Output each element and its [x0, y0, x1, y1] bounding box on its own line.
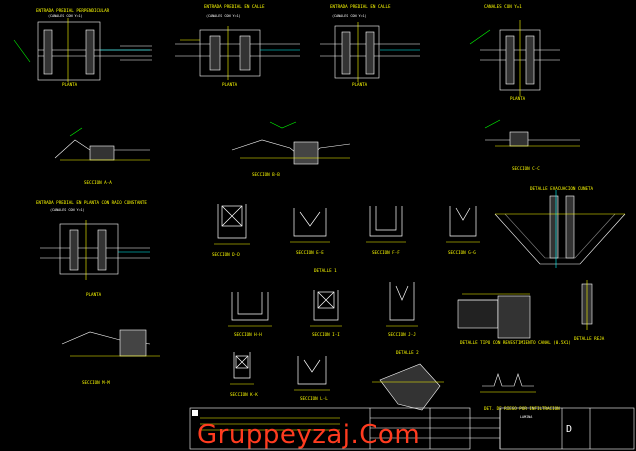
title-block	[189, 407, 635, 450]
section-m	[61, 329, 160, 357]
section-m-caption: SECCION M-M	[82, 380, 110, 385]
sheet-label: LAMINA	[520, 415, 532, 419]
section-j-caption: SECCION J-J	[388, 332, 416, 337]
detail-title-6: DETALLE EVACUACION CUNETA	[530, 186, 594, 191]
section-b-caption: SECCION B-B	[252, 172, 280, 177]
detail-title-5: ENTRADA PREDIAL EN PLANTA CON RAIO CONST…	[36, 200, 147, 205]
sheet-number: D	[566, 424, 572, 435]
detail-anchor	[372, 363, 444, 411]
section-c	[484, 119, 580, 147]
detail-1-caption: DETALLE 1	[314, 268, 337, 273]
section-b	[231, 121, 351, 165]
section-f-caption: SECCION F-F	[372, 250, 400, 255]
detail-title-3: ENTRADA PREDIAL EN CALLE	[330, 4, 391, 9]
dim-lines	[214, 241, 480, 391]
detail-subtitle-2: (CANALES CON Y=1)	[206, 14, 241, 18]
section-l-caption: SECCION L-L	[300, 396, 328, 401]
section-g-caption: SECCION G-G	[448, 250, 476, 255]
detail-title-1: ENTRADA PREDIAL PERPENDICULAR	[36, 8, 110, 13]
detail-entrada-perpendicular	[13, 18, 152, 82]
detail-evacuacion-cuneta	[494, 190, 626, 268]
section-k-caption: SECCION K-K	[230, 392, 258, 397]
detail-title-11: DET. DE RIEGO POR INFILTRACION	[484, 406, 560, 411]
channel-sections	[217, 204, 477, 385]
detail-title-2: ENTRADA PREDIAL EN CALLE	[204, 4, 265, 9]
detail-subtitle-3: (CANALES CON Y=1)	[332, 14, 367, 18]
detail-entrada-calle-2	[320, 22, 420, 82]
detail-reja	[581, 280, 593, 330]
detail-revestimiento	[457, 293, 531, 339]
detail-subtitle-1: (CANALES CON Y=1)	[48, 14, 83, 18]
detail-subtitle-5: (CANALES CON Y=1)	[50, 208, 85, 212]
section-d-caption: SECCION D-D	[212, 252, 240, 257]
section-h-caption: SECCION H-H	[234, 332, 262, 337]
detail-caption-3: PLANTA	[352, 82, 368, 87]
detail-canales-top-right	[469, 20, 560, 96]
section-a-caption: SECCION A-A	[84, 180, 112, 185]
detail-caption-1: PLANTA	[62, 82, 78, 87]
detail-entrada-calle-1	[175, 26, 300, 80]
detail-title-7: DETALLE TIPO CON REVESTIMIENTO CANAL (0.…	[460, 340, 571, 345]
detail-2-caption: DETALLE 2	[396, 350, 419, 355]
detail-title-4: CANALES CON Y=1	[484, 4, 522, 9]
detail-entrada-radio	[40, 220, 150, 280]
title-block-logo	[192, 410, 198, 416]
detail-caption-4: PLANTA	[510, 96, 526, 101]
detail-caption-5: PLANTA	[86, 292, 102, 297]
section-a	[54, 127, 150, 161]
watermark: Gruppeyzaj.Com	[197, 420, 421, 450]
detail-title-8: DETALLE REJA	[574, 336, 605, 341]
section-c-caption: SECCION C-C	[512, 166, 540, 171]
section-e-caption: SECCION E-E	[296, 250, 324, 255]
section-i-caption: SECCION I-I	[312, 332, 340, 337]
detail-riego-infiltracion	[480, 373, 536, 393]
detail-caption-2: PLANTA	[222, 82, 238, 87]
